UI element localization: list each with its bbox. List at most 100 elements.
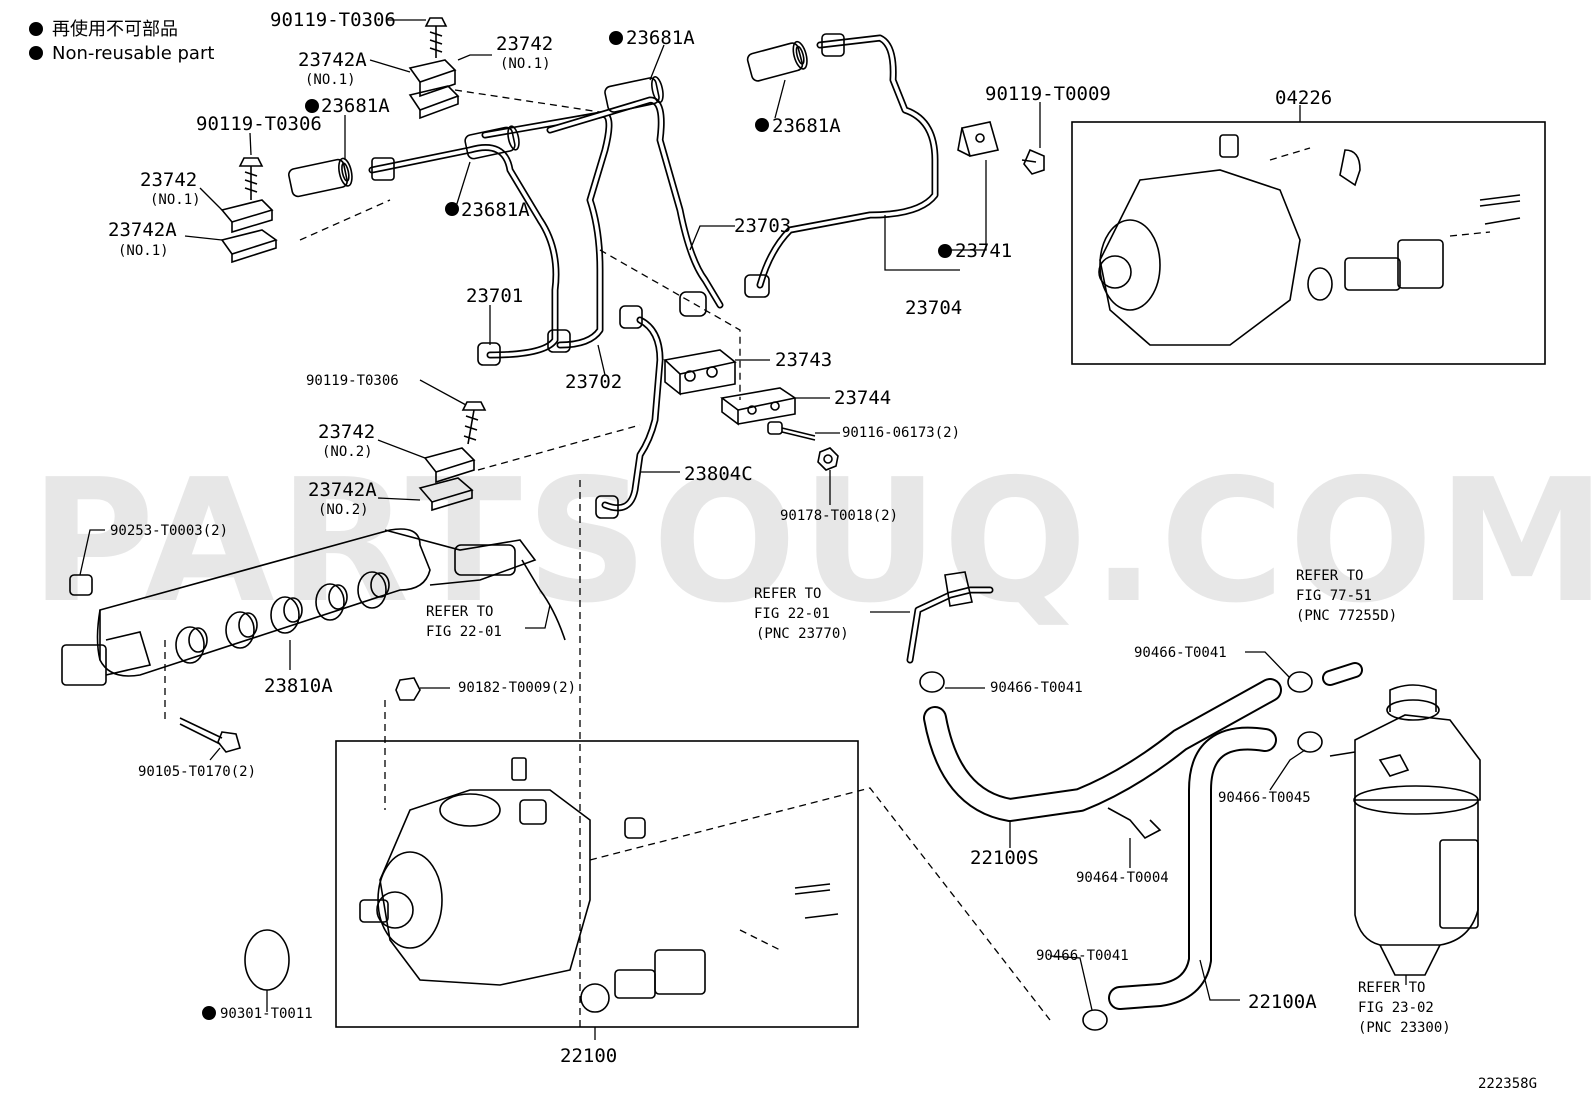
label-23742-no1-b-sub: (NO.1)	[150, 192, 201, 208]
pump-04226	[1098, 134, 1521, 346]
non-reusable-bullet-icon	[609, 31, 623, 45]
pipe-refer-77255d	[1322, 662, 1363, 686]
hose-22100s	[923, 678, 1282, 822]
label-refer-fig-22-01-b2: FIG 22-01	[754, 606, 830, 622]
label-refer-fig-22-01-a2: FIG 22-01	[426, 624, 502, 640]
label-90253-t0003: 90253-T0003(2)	[110, 523, 228, 539]
clamp-23742-no1-top	[408, 59, 460, 120]
label-90119-t0009: 90119-T0009	[985, 83, 1111, 105]
bolt-90119-t0306-a	[424, 17, 448, 58]
label-90119-t0306-b: 90119-T0306	[196, 113, 322, 135]
label-22100s: 22100S	[970, 847, 1039, 869]
label-23804c: 23804C	[684, 463, 753, 485]
o-ring	[580, 983, 610, 1013]
label-90105-t0170: 90105-T0170(2)	[138, 764, 256, 780]
fuel-filter	[1329, 684, 1481, 976]
label-90182-t0009: 90182-T0009(2)	[458, 680, 576, 696]
label-23681a-a: 23681A	[626, 27, 695, 49]
label-90466-t0041-b: 90466-T0041	[990, 680, 1083, 696]
sleeves-23681a	[288, 40, 808, 198]
label-04226: 04226	[1275, 87, 1332, 109]
legend: 再使用不可部品 Non-reusable part	[29, 19, 214, 64]
box-22100	[335, 740, 859, 1028]
clamp-23744	[720, 387, 798, 426]
label-23681a-c: 23681A	[772, 115, 841, 137]
bolt-90105-t0170	[179, 717, 241, 753]
non-reusable-bullet-icon	[445, 202, 459, 216]
label-90301-t0011: 90301-T0011	[220, 1006, 313, 1022]
bolt-90119-t0009	[1021, 148, 1045, 175]
non-reusable-bullet-icon	[202, 1006, 216, 1020]
label-90116-06173: 90116-06173(2)	[842, 425, 960, 441]
label-23701: 23701	[466, 285, 523, 307]
label-23704: 23704	[905, 297, 962, 319]
spacer-90253-t0003	[69, 574, 93, 596]
clamp-23742-no2	[418, 447, 476, 512]
clips	[919, 671, 1323, 1031]
label-refer-fig-22-01-a1: REFER TO	[426, 604, 493, 620]
injection-pipes	[368, 33, 939, 519]
label-22100: 22100	[560, 1045, 617, 1067]
legend-jp: 再使用不可部品	[52, 19, 178, 40]
label-90464-t0004: 90464-T0004	[1076, 870, 1169, 886]
label-23742a-no2: 23742A	[308, 479, 377, 501]
label-23742a-no1-b-sub: (NO.1)	[118, 243, 169, 259]
label-23810a: 23810A	[264, 675, 333, 697]
label-23742a-no1-a-sub: (NO.1)	[305, 72, 356, 88]
label-refer-fig-23-02-3: (PNC 23300)	[1358, 1020, 1451, 1036]
label-90119-t0306-c: 90119-T0306	[306, 373, 399, 389]
label-23703: 23703	[734, 215, 791, 237]
label-23742a-no2-sub: (NO.2)	[318, 502, 369, 518]
label-23681a-d: 23681A	[461, 199, 530, 221]
label-23742-no2-sub: (NO.2)	[322, 444, 373, 460]
label-23743: 23743	[775, 349, 832, 371]
label-refer-fig-22-01-b3: (PNC 23770)	[756, 626, 849, 642]
bolt-90119-t0306-c	[461, 401, 487, 445]
label-23742-no1-b: 23742	[140, 169, 197, 191]
label-23742-no1-a-sub: (NO.1)	[500, 56, 551, 72]
bracket-23741	[957, 121, 1000, 157]
bolt-90119-t0306-b	[238, 157, 264, 200]
nut-90178-t0018	[817, 447, 839, 471]
leader-lines	[79, 19, 1407, 1040]
figure-code: 222358G	[1478, 1076, 1537, 1092]
label-90466-t0041-c: 90466-T0041	[1036, 948, 1129, 964]
non-reusable-bullet-icon	[29, 46, 43, 60]
label-90119-t0306-a: 90119-T0306	[270, 9, 396, 31]
label-23742-no1-a: 23742	[496, 33, 553, 55]
label-23741: 23741	[955, 240, 1012, 262]
label-23742a-no1-a: 23742A	[298, 49, 367, 71]
label-refer-fig-77-51-3: (PNC 77255D)	[1296, 608, 1397, 624]
bolt-90116-06173	[767, 421, 816, 441]
watermark: PARTSOUQ.COM	[30, 443, 1592, 641]
pipe-refer-23770	[906, 571, 994, 664]
label-23742-no2: 23742	[318, 421, 375, 443]
clamp-23743	[663, 349, 737, 396]
non-reusable-bullet-icon	[29, 22, 43, 36]
part-labels: 90119-T0306 23742A (NO.1) 23742 (NO.1) 2…	[108, 9, 1537, 1092]
o-ring-90301-t0011	[244, 929, 290, 991]
nut-90182-t0009	[395, 677, 421, 701]
non-reusable-bullet-icon	[938, 244, 952, 258]
label-22100a: 22100A	[1248, 991, 1317, 1013]
common-rail-23810a	[61, 528, 566, 686]
legend-en: Non-reusable part	[52, 43, 214, 64]
label-23742a-no1-b: 23742A	[108, 219, 177, 241]
label-23702: 23702	[565, 371, 622, 393]
non-reusable-markers	[202, 31, 952, 1020]
label-90178-t0018: 90178-T0018(2)	[780, 508, 898, 524]
label-refer-fig-23-02-1: REFER TO	[1358, 980, 1425, 996]
non-reusable-bullet-icon	[305, 99, 319, 113]
label-23681a-b: 23681A	[321, 95, 390, 117]
label-refer-fig-77-51-2: FIG 77-51	[1296, 588, 1372, 604]
clamp-23742-no1-left	[220, 199, 278, 264]
label-90466-t0041-a: 90466-T0041	[1134, 645, 1227, 661]
label-refer-fig-77-51-1: REFER TO	[1296, 568, 1363, 584]
label-refer-fig-22-01-b1: REFER TO	[754, 586, 821, 602]
non-reusable-bullet-icon	[755, 118, 769, 132]
pump-22100	[359, 757, 839, 999]
box-04226	[1071, 121, 1546, 365]
label-refer-fig-23-02-2: FIG 23-02	[1358, 1000, 1434, 1016]
label-90466-t0045: 90466-T0045	[1218, 790, 1311, 806]
